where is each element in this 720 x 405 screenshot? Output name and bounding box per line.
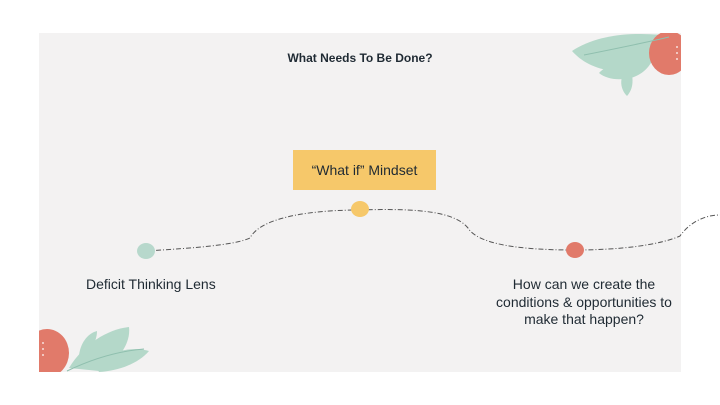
dot-middle [351,201,369,217]
dot-left [137,243,155,259]
dot-right [566,242,584,258]
